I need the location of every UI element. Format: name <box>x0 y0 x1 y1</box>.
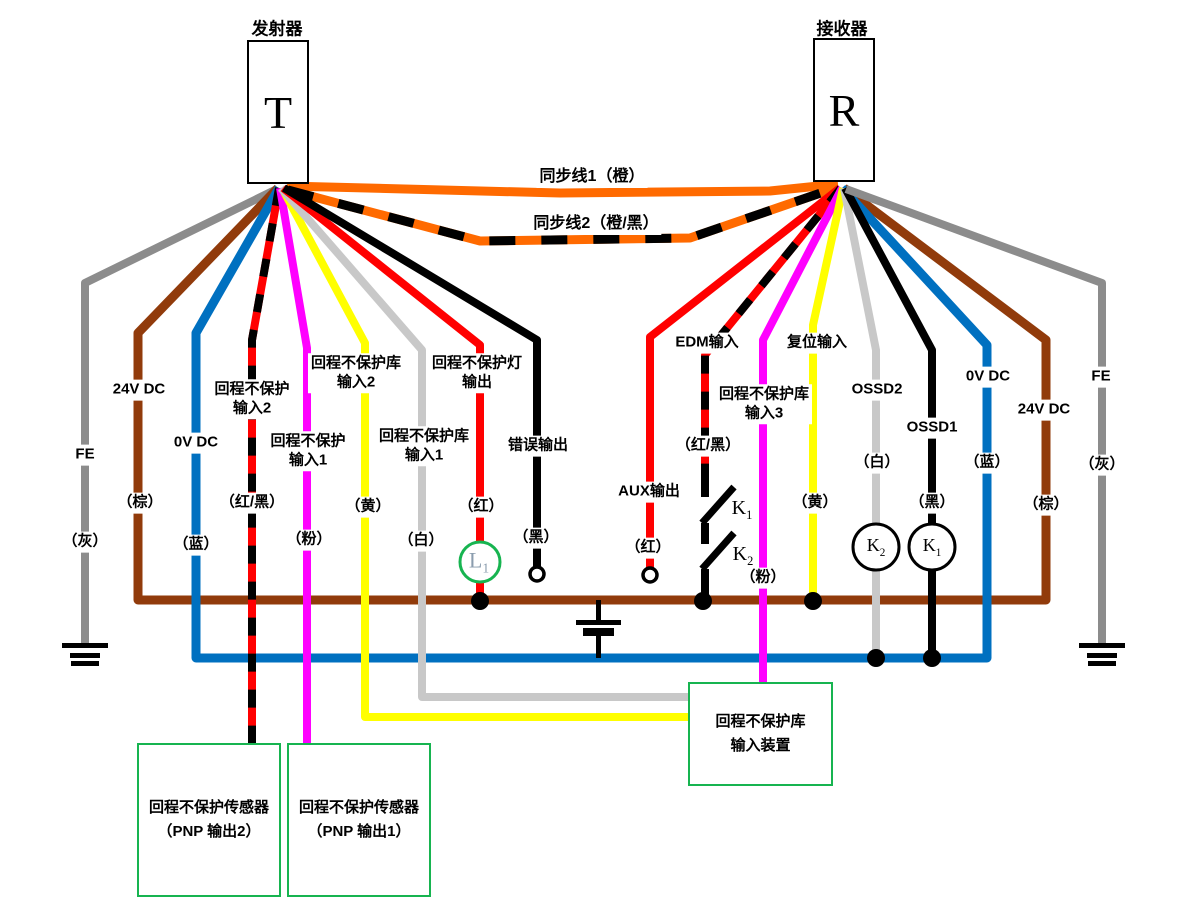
label-ossd1-color: （黑） <box>906 492 958 514</box>
wire-24v-bus <box>133 184 1051 605</box>
sync-line-2-label: 同步线2（橙/黑） <box>530 213 662 235</box>
earth-ground-right <box>1079 643 1125 666</box>
wire-input2-redblack <box>248 187 283 743</box>
wire-input1-pink <box>276 187 311 743</box>
label-0v-left-color: （蓝） <box>170 534 222 556</box>
contact-k2-blade <box>699 530 737 572</box>
transmitter-title: 发射器 <box>251 19 303 39</box>
wire-fe-left <box>81 185 279 646</box>
wire-bank-input2-yellow <box>278 186 688 721</box>
label-input2: 回程不保护 输入2 <box>211 379 293 419</box>
label-aux-output: AUX输出 <box>615 481 683 503</box>
label-fe-right-color: （灰） <box>1076 454 1128 476</box>
label-24v-left: 24V DC <box>109 379 169 401</box>
contact-k1-label: K1 <box>731 497 753 522</box>
wire-error-output-black <box>281 184 541 567</box>
wire-ossd2-white <box>840 187 880 658</box>
power-supply-symbol <box>576 600 621 658</box>
lamp-l1-label: L1 <box>468 547 490 576</box>
receiver-title: 接收器 <box>816 19 868 39</box>
label-ossd2: OSSD2 <box>848 379 906 401</box>
contact-k2-label: K2 <box>732 543 754 568</box>
coil-k1-label: K1 <box>922 535 942 559</box>
wire-reset-yellow <box>809 187 847 600</box>
muting-sensor2-box: 回程不保护传感器 （PNP 输出2） <box>137 743 281 897</box>
label-fe-right: FE <box>1088 366 1114 388</box>
wire-0v-bus <box>191 184 992 663</box>
muting-sensor1-box: 回程不保护传感器 （PNP 输出1） <box>287 743 431 897</box>
label-input1: 回程不保护 输入1 <box>267 431 349 471</box>
receiver-box: R <box>813 38 875 182</box>
label-bank-input2: 回程不保护库 输入2 <box>307 353 405 393</box>
label-bank-input2-color: （黄） <box>342 496 394 518</box>
label-aux-output-color: （红） <box>622 537 674 559</box>
label-24v-right-color: （棕） <box>1020 494 1072 516</box>
transmitter-symbol: T <box>263 86 293 138</box>
label-ossd2-color: （白） <box>851 452 903 474</box>
error-output-terminal <box>528 565 546 583</box>
label-lamp-output-color: （红） <box>455 496 507 518</box>
label-edm-input: EDM输入 <box>672 332 742 354</box>
label-24v-left-color: （棕） <box>114 492 166 514</box>
label-error-output: 错误输出 <box>504 435 572 457</box>
label-0v-right-color: （蓝） <box>961 452 1013 474</box>
contact-k1-blade <box>699 484 737 526</box>
label-lamp-output: 回程不保护灯 输出 <box>428 353 526 393</box>
label-input1-color: （粉） <box>283 529 335 551</box>
sync-line-1-wire <box>286 179 839 198</box>
label-fe-left: FE <box>72 444 98 466</box>
relay-coil-k1 <box>907 522 957 572</box>
relay-coil-k2 <box>851 522 901 572</box>
lamp-l1-circle <box>458 540 502 584</box>
label-edm-input-color: （红/黑） <box>672 435 744 457</box>
junction-dots <box>471 592 941 667</box>
label-bank-input3: 回程不保护库 输入3 <box>715 384 813 424</box>
open-terminals <box>528 565 659 584</box>
label-0v-left: 0V DC <box>170 432 222 454</box>
transmitter-box: T <box>247 40 309 184</box>
sync-line-2-wire <box>286 182 840 246</box>
wire-fe-right <box>844 185 1106 646</box>
label-0v-right: 0V DC <box>962 366 1014 388</box>
aux-output-terminal <box>641 566 659 584</box>
label-reset-input-color: （黄） <box>789 492 841 514</box>
label-bank-input1: 回程不保护库 输入1 <box>375 426 473 466</box>
label-bank-input1-color: （白） <box>395 530 447 552</box>
label-ossd1: OSSD1 <box>903 417 961 439</box>
sync-line-1-label: 同步线1（橙） <box>536 166 648 188</box>
bank-input-device-box: 回程不保护库 输入装置 <box>688 682 833 786</box>
label-fe-left-color: （灰） <box>59 531 111 553</box>
label-24v-right: 24V DC <box>1014 399 1074 421</box>
coil-k2-label: K2 <box>866 535 886 559</box>
label-error-output-color: （黑） <box>510 527 562 549</box>
earth-ground-left <box>62 643 108 666</box>
label-bank-input3-color: （粉） <box>737 567 789 589</box>
label-input2-color: （红/黑） <box>216 492 288 514</box>
label-reset-input: 复位输入 <box>783 332 851 354</box>
relay-contact-chain <box>699 476 737 601</box>
wire-bank-input1-white <box>277 185 688 701</box>
receiver-symbol: R <box>828 84 860 136</box>
